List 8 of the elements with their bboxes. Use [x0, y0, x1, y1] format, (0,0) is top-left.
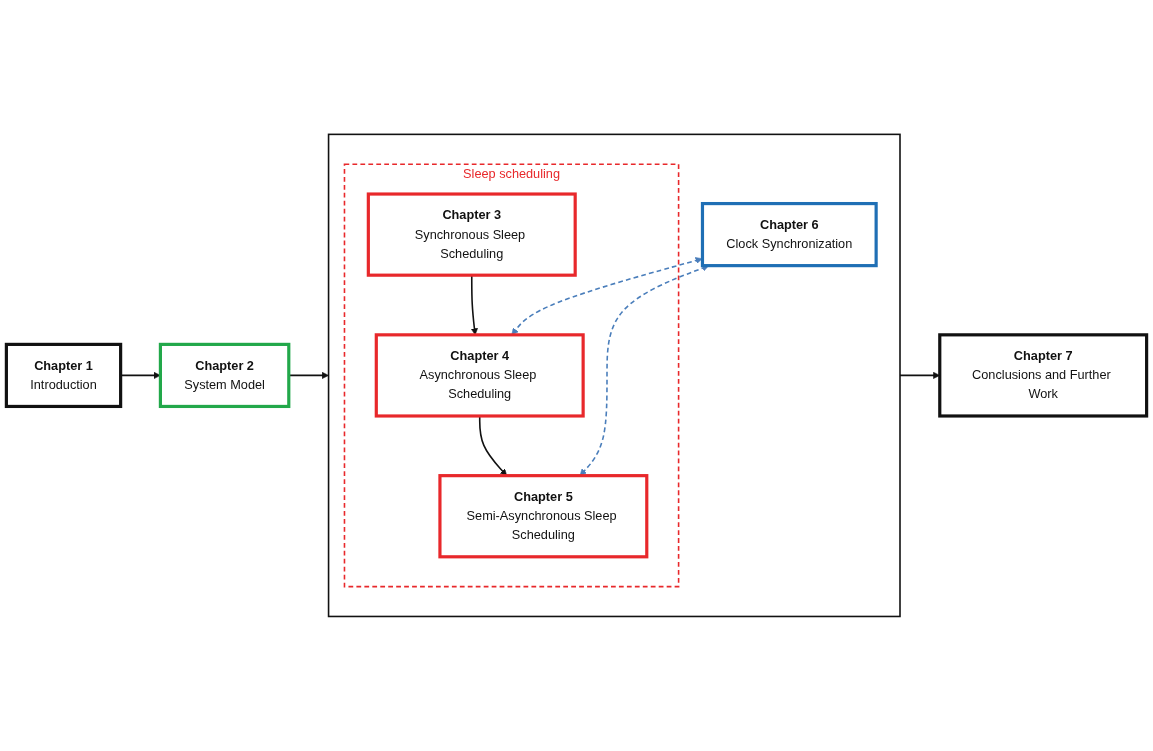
- node-box: Chapter 4 Asynchronous Sleep Scheduling: [374, 333, 585, 418]
- node-box: Chapter 5 Semi-Asynchronous Sleep Scheduling: [438, 474, 649, 559]
- node-box: Chapter 1 Introduction: [4, 342, 123, 409]
- node-box: Chapter 2 System Model: [158, 342, 291, 409]
- node-box: Chapter 6 Clock Synchronization: [700, 202, 878, 268]
- cluster: [327, 133, 901, 618]
- node-box: Chapter 3 Synchronous Sleep Scheduling: [366, 192, 577, 277]
- node-box: Chapter 7 Conclusions and Further Work: [938, 333, 1149, 418]
